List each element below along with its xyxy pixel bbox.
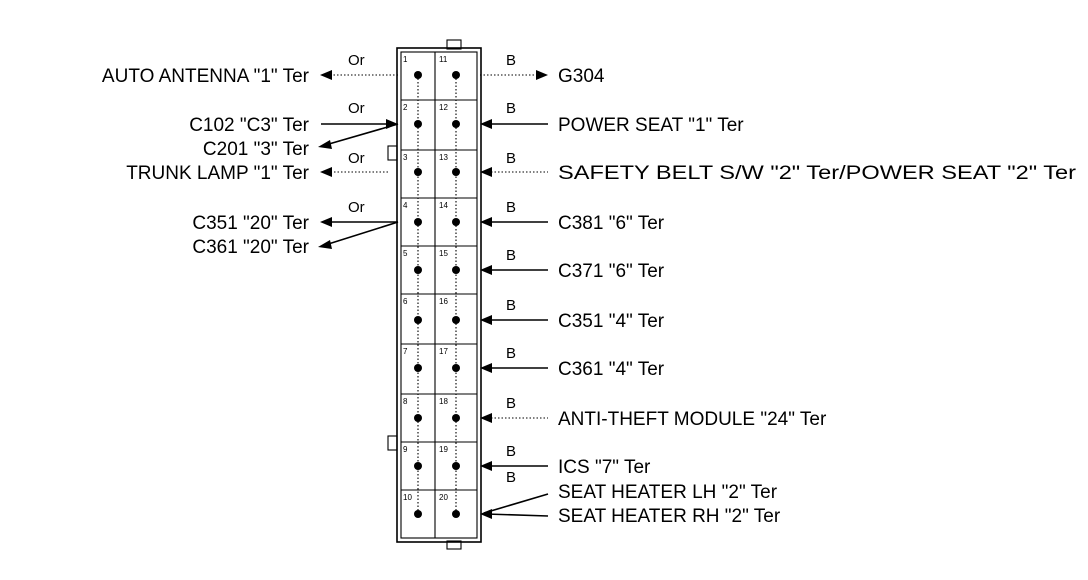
pin-dot (452, 364, 460, 372)
pin-number: 10 (403, 493, 412, 502)
pin-dot (414, 414, 422, 422)
right-terminal-labels: G304 POWER SEAT "1" Ter SAFETY BELT S/W … (558, 66, 1077, 527)
arrow-left-icon (480, 413, 492, 423)
arrow-left-icon (480, 315, 492, 325)
pin-dot (452, 168, 460, 176)
pin-number: 5 (403, 249, 408, 258)
connector-body (387, 39, 482, 550)
arrow-left-icon (318, 140, 332, 149)
arrow-left-icon (480, 509, 492, 519)
pin-dot (414, 168, 422, 176)
terminal-label: TRUNK LAMP "1" Ter (126, 163, 309, 184)
terminal-label: C381 "6" Ter (558, 213, 665, 234)
arrow-left-icon (480, 167, 492, 177)
arrow-left-icon (480, 363, 492, 373)
wire-color-label: B (506, 395, 516, 412)
arrow-right-icon (536, 70, 548, 80)
pin-dots (414, 71, 460, 518)
wire-color-label: Or (348, 199, 365, 216)
terminal-label: C351 "4" Ter (558, 311, 665, 332)
wire-color-label: Or (348, 150, 365, 167)
terminal-label: C361 "20" Ter (192, 237, 309, 258)
wire-color-label: B (506, 199, 516, 216)
pin-number: 18 (439, 397, 448, 406)
pin-number: 4 (403, 201, 408, 210)
terminal-label: POWER SEAT "1" Ter (558, 115, 744, 136)
arrow-left-icon (480, 217, 492, 227)
pin-dot (452, 120, 460, 128)
pin-dot (414, 510, 422, 518)
wire-color-label: B (506, 297, 516, 314)
pin-dot (414, 462, 422, 470)
terminal-label: ICS "7" Ter (558, 457, 651, 478)
pin-numbers-right: 11 12 13 14 15 16 17 18 19 20 (439, 55, 448, 502)
pin-dot (414, 266, 422, 274)
terminal-label: SAFETY BELT S/W "2" Ter/POWER SEAT "2" T… (558, 163, 1077, 184)
left-leads (318, 70, 399, 249)
pin-number: 8 (403, 397, 408, 406)
pin-number: 14 (439, 201, 448, 210)
terminal-label: SEAT HEATER RH "2" Ter (558, 506, 781, 527)
arrow-left-icon (320, 217, 332, 227)
pin-number: 20 (439, 493, 448, 502)
pin-number: 13 (439, 153, 448, 162)
wire-color-label: B (506, 100, 516, 117)
pin-dot (452, 414, 460, 422)
arrow-left-icon (480, 265, 492, 275)
pin-number: 11 (439, 55, 448, 64)
pin-dot (414, 218, 422, 226)
pin-numbers-left: 1 2 3 4 5 6 7 8 9 10 (403, 55, 412, 502)
pin-number: 19 (439, 445, 448, 454)
right-wire-colors: B B B B B B B B B B (506, 52, 516, 486)
wire-color-label: B (506, 150, 516, 167)
pin-dot (452, 71, 460, 79)
pin-number: 2 (403, 103, 408, 112)
terminal-label: SEAT HEATER LH "2" Ter (558, 482, 778, 503)
pin-dot (452, 316, 460, 324)
pin-dot (452, 462, 460, 470)
terminal-label: C102 "C3" Ter (189, 115, 309, 136)
pin-number: 16 (439, 297, 448, 306)
pin-dot (414, 120, 422, 128)
right-leads (480, 70, 549, 519)
pin-dot (452, 266, 460, 274)
terminal-label: C371 "6" Ter (558, 261, 665, 282)
arrow-left-icon (480, 119, 492, 129)
wire-color-label: B (506, 443, 516, 460)
wire-color-label: Or (348, 52, 365, 69)
terminal-label: G304 (558, 66, 605, 87)
left-wire-colors: Or Or Or Or (348, 52, 365, 216)
pin-number: 3 (403, 153, 408, 162)
wire-color-label: B (506, 345, 516, 362)
pin-number: 9 (403, 445, 408, 454)
arrow-left-icon (320, 167, 332, 177)
terminal-label: ANTI-THEFT MODULE "24" Ter (558, 409, 827, 430)
pin-number: 7 (403, 347, 408, 356)
arrow-left-icon (320, 70, 332, 80)
wire-color-label: Or (348, 100, 365, 117)
pin-dot (452, 218, 460, 226)
pin-dot (414, 71, 422, 79)
left-terminal-labels: AUTO ANTENNA "1" Ter C102 "C3" Ter C201 … (102, 66, 310, 258)
terminal-label: C351 "20" Ter (192, 213, 309, 234)
pin-number: 1 (403, 55, 408, 64)
terminal-label: AUTO ANTENNA "1" Ter (102, 66, 310, 87)
arrow-left-icon (318, 240, 332, 249)
wire-color-label: B (506, 469, 516, 486)
pin-dot (452, 510, 460, 518)
pin-dot (414, 364, 422, 372)
arrow-left-icon (480, 461, 492, 471)
pin-dot (414, 316, 422, 324)
terminal-label: C201 "3" Ter (203, 139, 310, 160)
pin-number: 12 (439, 103, 448, 112)
wire-color-label: B (506, 247, 516, 264)
pin-number: 6 (403, 297, 408, 306)
terminal-label: C361 "4" Ter (558, 359, 665, 380)
pin-number: 15 (439, 249, 448, 258)
wire-color-label: B (506, 52, 516, 69)
pin-number: 17 (439, 347, 448, 356)
